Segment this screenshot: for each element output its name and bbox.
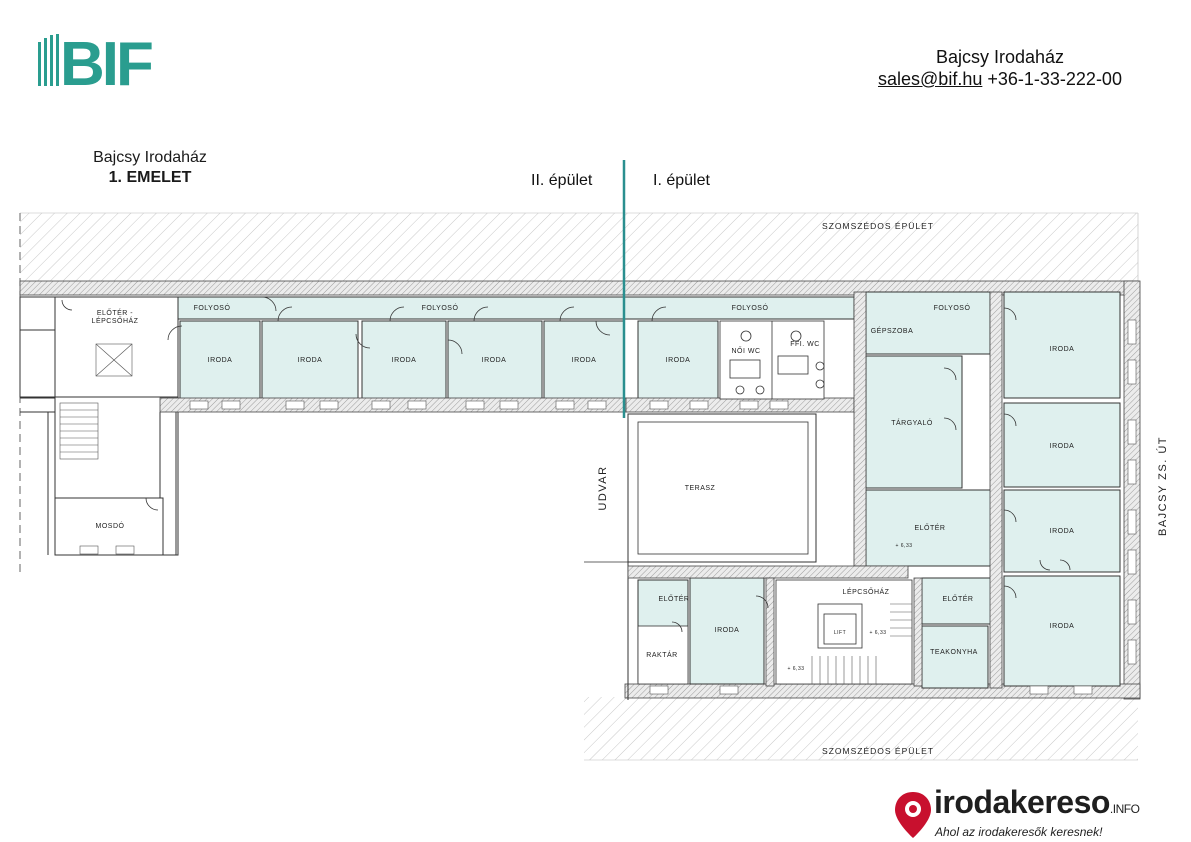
- bif-logo: BIF: [38, 30, 158, 99]
- staircase-label: LÉPCSŐHÁZ: [843, 587, 890, 596]
- neighbor-bottom-label: SZOMSZÉDOS ÉPÜLET: [822, 746, 934, 756]
- email-link[interactable]: sales@bif.hu: [878, 69, 983, 89]
- corridor-zone-east: [865, 291, 991, 355]
- floor-label: 1. EMELET: [108, 169, 192, 186]
- street-label: BAJCSY ZS. ÚT: [1156, 436, 1169, 536]
- lift-label: LIFT: [834, 630, 846, 636]
- street-wall: [1123, 280, 1141, 700]
- office-label: IRODA: [572, 357, 597, 364]
- plan-title: Bajcsy Irodaház 1. EMELET: [60, 148, 240, 188]
- office-room: [261, 320, 359, 400]
- neighbor-building-bottom: [584, 697, 1138, 760]
- office-label: IRODA: [1050, 443, 1075, 450]
- bif-logo-text: BIF: [60, 34, 152, 90]
- machine-room-label: GÉPSZOBA: [871, 326, 914, 335]
- corridor-label-1: FOLYOSÓ: [194, 303, 231, 312]
- office-room: [361, 320, 447, 400]
- meeting-room-label: TÁRGYALÓ: [891, 418, 933, 427]
- meeting-room: [865, 355, 963, 489]
- terrace-area: [627, 413, 817, 563]
- footer-brand-suffix: .INFO: [1109, 802, 1140, 816]
- location-pin-icon: [895, 792, 931, 838]
- tea-kitchen-room: [921, 625, 989, 689]
- footer-brand: irodakereso.INFO: [934, 784, 1140, 821]
- office-label: IRODA: [666, 357, 691, 364]
- office-room: [179, 320, 261, 400]
- lobby-label: ELŐTÉR: [914, 523, 945, 532]
- office-room: [447, 320, 543, 400]
- wc-male-label: FFI. WC: [790, 341, 820, 348]
- building-i-label: I. épület: [653, 172, 710, 189]
- office-label: IRODA: [392, 357, 417, 364]
- office-room: [1003, 575, 1121, 687]
- office-room: [1003, 402, 1121, 488]
- building-name: Bajcsy Irodaház: [935, 47, 1065, 67]
- footer-brand-name: irodakereso: [934, 784, 1110, 820]
- office-label: IRODA: [1050, 346, 1075, 353]
- entrance-staircase-label-1: ELŐTÉR -: [97, 308, 133, 317]
- phone-number: +36-1-33-222-00: [987, 69, 1122, 89]
- office-label: IRODA: [715, 627, 740, 634]
- courtyard-label: UDVAR: [597, 465, 609, 510]
- washroom-label: MOSDÓ: [96, 521, 125, 530]
- entrance-staircase-label-2: LÉPCSŐHÁZ: [92, 316, 139, 325]
- office-room: [543, 320, 625, 400]
- level-mark: + 6,33: [869, 630, 886, 636]
- office-room: [689, 577, 765, 685]
- lobby-room-east: [921, 577, 1003, 625]
- office-label: IRODA: [482, 357, 507, 364]
- neighbor-top-label: SZOMSZÉDOS ÉPÜLET: [822, 221, 934, 231]
- lobby-south-label: ELŐTÉR: [658, 594, 689, 603]
- terrace-label: TERASZ: [685, 485, 716, 492]
- bif-logo-mark: BIF: [38, 30, 155, 99]
- office-label: IRODA: [1050, 528, 1075, 535]
- office-room: [1003, 291, 1121, 399]
- corridor-label-4: FOLYOSÓ: [934, 303, 971, 312]
- storage-label: RAKTÁR: [646, 650, 677, 659]
- office-label: IRODA: [208, 357, 233, 364]
- lobby-east-label: ELŐTÉR: [942, 594, 973, 603]
- neighbor-building-top: [20, 213, 1138, 281]
- office-room: [1003, 489, 1121, 573]
- level-mark: + 6,33: [787, 666, 804, 672]
- office-label: IRODA: [1050, 623, 1075, 630]
- building-ii-label: II. épület: [531, 172, 593, 189]
- corridor-label-2: FOLYOSÓ: [422, 303, 459, 312]
- office-label: IRODA: [298, 357, 323, 364]
- contact-block: Bajcsy Irodaház sales@bif.hu +36-1-33-22…: [845, 46, 1155, 90]
- footer-slogan: Ahol az irodakeresők keresnek!: [935, 825, 1103, 839]
- plan-building-name: Bajcsy Irodaház: [93, 149, 207, 166]
- corridor-label-3: FOLYOSÓ: [732, 303, 769, 312]
- tea-kitchen-label: TEAKONYHA: [930, 649, 978, 656]
- wc-female-label: NŐI WC: [731, 346, 760, 355]
- level-mark: + 6,33: [895, 543, 912, 549]
